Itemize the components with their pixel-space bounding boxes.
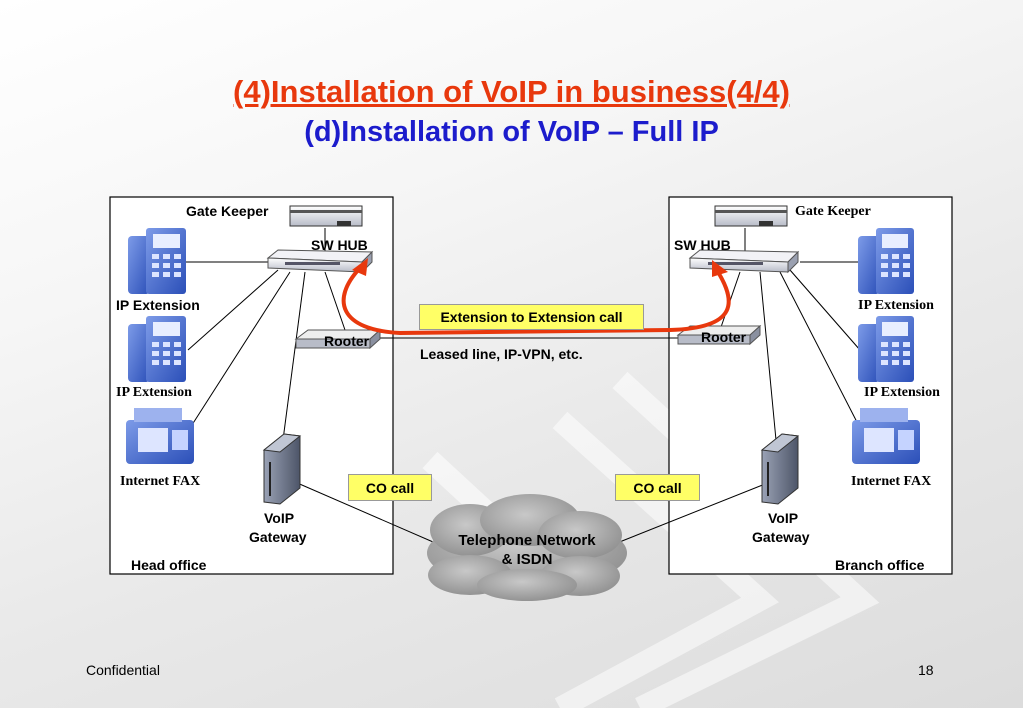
extension-call-callout: Extension to Extension call (419, 304, 644, 330)
head-voip-gateway-icon (262, 433, 302, 505)
branch-router-label: Rooter (701, 329, 747, 345)
branch-gate-keeper-label: Gate Keeper (795, 204, 871, 219)
branch-ip-extension-label-2: IP Extension (864, 385, 940, 400)
head-fax-icon (126, 408, 194, 464)
head-voip-gateway-label-2: Gateway (249, 529, 307, 545)
branch-gate-keeper-icon (714, 205, 788, 227)
branch-ip-phone-icon-2 (858, 316, 914, 382)
extension-call-arrow (341, 266, 731, 336)
branch-ip-extension-label-1: IP Extension (858, 298, 934, 313)
head-ip-phone-icon-1 (128, 228, 186, 294)
head-ip-extension-label-2: IP Extension (116, 385, 192, 400)
head-sw-hub-label: SW HUB (311, 237, 368, 253)
network-label-1: Telephone Network (458, 532, 596, 549)
branch-voip-gateway-label-2: Gateway (752, 529, 810, 545)
telephone-network-cloud-icon (427, 494, 627, 601)
co-call-left-callout: CO call (348, 474, 432, 501)
branch-voip-gateway-icon (760, 433, 800, 505)
page-title: (4)Installation of VoIP in business(4/4) (233, 74, 790, 109)
head-office-label: Head office (131, 557, 207, 573)
footer-confidential: Confidential (86, 662, 160, 678)
branch-voip-gateway-label-1: VoIP (768, 510, 799, 526)
head-router-icon (294, 328, 382, 350)
head-fax-label: Internet FAX (120, 474, 201, 489)
head-gate-keeper-icon (289, 205, 363, 227)
head-voip-gateway-label-1: VoIP (264, 510, 295, 526)
head-ip-phone-icon-2 (128, 316, 186, 382)
leased-line-label: Leased line, IP-VPN, etc. (420, 346, 583, 362)
branch-sw-hub-label: SW HUB (674, 237, 731, 253)
page-number: 18 (918, 662, 934, 678)
page-subtitle: (d)Installation of VoIP – Full IP (304, 116, 719, 148)
network-label-2: & ISDN (501, 551, 553, 568)
arrow-head-left-icon (352, 258, 368, 276)
branch-ip-phone-icon-1 (858, 228, 914, 294)
branch-office-label: Branch office (835, 557, 925, 573)
branch-fax-icon (852, 408, 920, 464)
arrow-head-right-icon (712, 260, 728, 277)
head-gate-keeper-label: Gate Keeper (186, 203, 269, 219)
branch-fax-label: Internet FAX (851, 474, 932, 489)
head-router-label: Rooter (324, 333, 370, 349)
branch-sw-hub-icon (688, 249, 800, 274)
head-ip-extension-label-1: IP Extension (116, 297, 200, 313)
co-call-right-callout: CO call (615, 474, 700, 501)
